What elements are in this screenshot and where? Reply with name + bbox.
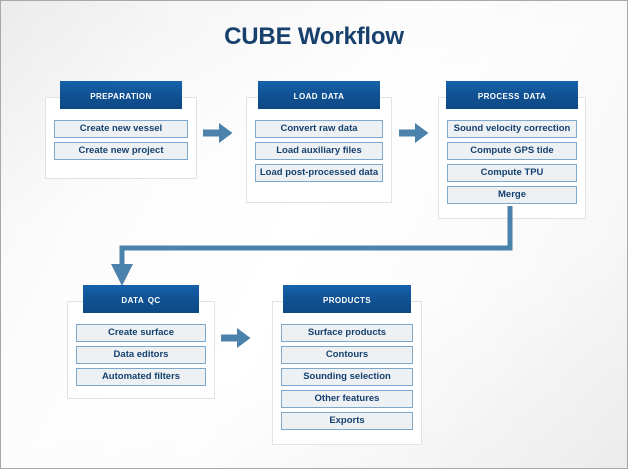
list-item[interactable]: Surface products xyxy=(281,324,413,342)
stage-items-preparation: Create new vessel Create new project xyxy=(54,120,188,160)
list-item[interactable]: Compute GPS tide xyxy=(447,142,577,160)
list-item[interactable]: Data editors xyxy=(76,346,206,364)
arrow-right-icon xyxy=(219,323,253,353)
list-item[interactable]: Exports xyxy=(281,412,413,430)
list-item[interactable]: Compute TPU xyxy=(447,164,577,182)
list-item[interactable]: Contours xyxy=(281,346,413,364)
stage-header-load-data: Load Data xyxy=(258,81,380,109)
arrow-right-icon xyxy=(397,118,431,148)
list-item[interactable]: Sounding selection xyxy=(281,368,413,386)
list-item[interactable]: Create new vessel xyxy=(54,120,188,138)
diagram-title: CUBE Workflow xyxy=(224,23,404,50)
list-item[interactable]: Load auxiliary files xyxy=(255,142,383,160)
stage-data-qc: Data QC Create surface Data editors Auto… xyxy=(67,285,215,399)
list-item[interactable]: Create new project xyxy=(54,142,188,160)
stage-items-data-qc: Create surface Data editors Automated fi… xyxy=(76,324,206,386)
list-item[interactable]: Sound velocity correction xyxy=(447,120,577,138)
stage-header-products: Products xyxy=(283,285,411,313)
stage-header-process-data: Process Data xyxy=(446,81,578,109)
list-item[interactable]: Create surface xyxy=(76,324,206,342)
list-item[interactable]: Convert raw data xyxy=(255,120,383,138)
elbow-arrow-down-icon xyxy=(111,206,531,306)
stage-preparation: Preparation Create new vessel Create new… xyxy=(45,81,197,179)
arrow-right-icon xyxy=(201,118,235,148)
list-item[interactable]: Load post-processed data xyxy=(255,164,383,182)
stage-items-products: Surface products Contours Sounding selec… xyxy=(281,324,413,430)
list-item[interactable]: Automated filters xyxy=(76,368,206,386)
stage-header-preparation: Preparation xyxy=(60,81,182,109)
stage-items-process-data: Sound velocity correction Compute GPS ti… xyxy=(447,120,577,204)
stage-items-load-data: Convert raw data Load auxiliary files Lo… xyxy=(255,120,383,182)
list-item[interactable]: Merge xyxy=(447,186,577,204)
stage-process-data: Process Data Sound velocity correction C… xyxy=(438,81,586,219)
stage-load-data: Load Data Convert raw data Load auxiliar… xyxy=(246,81,392,203)
stage-products: Products Surface products Contours Sound… xyxy=(272,285,422,445)
stage-header-data-qc: Data QC xyxy=(83,285,199,313)
list-item[interactable]: Other features xyxy=(281,390,413,408)
